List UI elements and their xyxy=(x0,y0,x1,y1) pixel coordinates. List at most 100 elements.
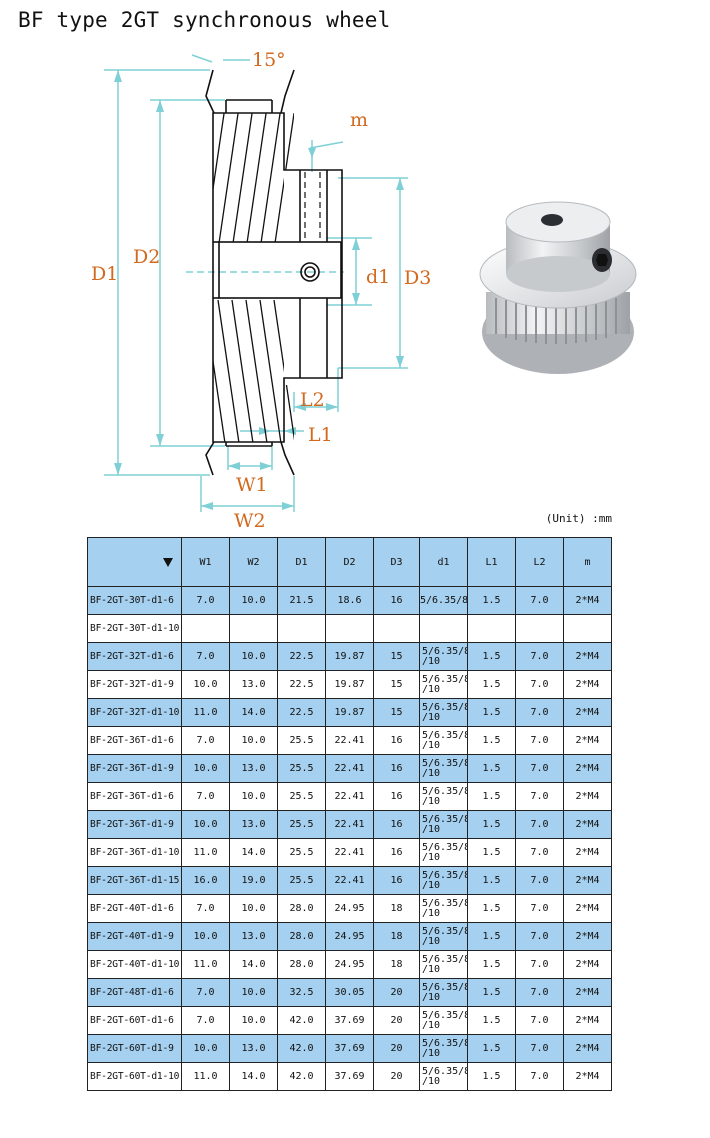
value-cell-l1: 1.5 xyxy=(467,866,516,895)
value-cell-d2: 24.95 xyxy=(325,950,374,979)
value-cell-l2: 7.0 xyxy=(515,978,564,1007)
bore-value-line2: /10 xyxy=(422,991,441,1003)
bore-value-line1: 5/6.35/8 xyxy=(422,785,468,797)
value-cell-w2: 14.0 xyxy=(229,950,278,979)
bore-cell: 5/6.35/8 xyxy=(419,586,468,615)
bore-value-line2: /10 xyxy=(422,907,441,919)
value-cell-w1: 10.0 xyxy=(181,670,230,699)
value-cell-w1: 7.0 xyxy=(181,782,230,811)
value-cell-l1: 1.5 xyxy=(467,698,516,727)
bore-value-line1: 5/6.35/8 xyxy=(422,813,468,825)
value-cell-w1: 7.0 xyxy=(181,726,230,755)
value-cell-w2: 10.0 xyxy=(229,726,278,755)
value-cell-l2: 7.0 xyxy=(515,754,564,783)
value-cell-d1: 25.5 xyxy=(277,866,326,895)
value-cell-l2: 7.0 xyxy=(515,1062,564,1091)
model-cell: BF-2GT-60T-d1-9 xyxy=(87,1034,182,1063)
bore-value-line2: /10 xyxy=(422,683,441,695)
bore-value-line2: /10 xyxy=(422,823,441,835)
value-cell-l2: 7.0 xyxy=(515,670,564,699)
value-cell-d2: 18.6 xyxy=(325,586,374,615)
bore-value-line2: /10 xyxy=(422,963,441,975)
value-cell-d2: 19.87 xyxy=(325,642,374,671)
column-header: D1 xyxy=(277,537,326,587)
value-cell-d2: 22.41 xyxy=(325,754,374,783)
value-cell-d1: 25.5 xyxy=(277,754,326,783)
m-label: m xyxy=(350,109,368,131)
value-cell-w1: 16.0 xyxy=(181,866,230,895)
value-cell-d1: 21.5 xyxy=(277,586,326,615)
bore-cell: 5/6.35/8/10 xyxy=(419,1034,468,1063)
value-cell-d3: 20 xyxy=(373,1006,420,1035)
model-cell: BF-2GT-36T-d1-6 xyxy=(87,726,182,755)
value-cell-l2: 7.0 xyxy=(515,838,564,867)
value-cell-l1: 1.5 xyxy=(467,726,516,755)
value-cell-m: 2*M4 xyxy=(563,698,612,727)
value-cell-d3: 16 xyxy=(373,866,420,895)
value-cell-d1: 25.5 xyxy=(277,810,326,839)
bore-cell: 5/6.35/8/10 xyxy=(419,810,468,839)
dimension-lines xyxy=(104,54,408,512)
l2-label: L2 xyxy=(300,389,325,411)
value-cell-w2: 10.0 xyxy=(229,1006,278,1035)
value-cell-d2: 22.41 xyxy=(325,782,374,811)
value-cell-l2: 7.0 xyxy=(515,950,564,979)
bore-cell: 5/6.35/8/10 xyxy=(419,754,468,783)
value-cell-l2: 7.0 xyxy=(515,922,564,951)
bore-d1-label: d1 xyxy=(366,266,390,288)
value-cell-w2: 10.0 xyxy=(229,894,278,923)
value-cell-d1: 25.5 xyxy=(277,782,326,811)
value-cell-d3: 16 xyxy=(373,726,420,755)
value-cell-w1: 10.0 xyxy=(181,754,230,783)
bore-cell: 5/6.35/8/10 xyxy=(419,978,468,1007)
value-cell-m: 2*M4 xyxy=(563,1006,612,1035)
value-cell-d1: 25.5 xyxy=(277,838,326,867)
model-cell: BF-2GT-30T-d1-6 xyxy=(87,586,182,615)
bore-value-line1: 5/6.35/8 xyxy=(422,757,468,769)
value-cell-m: 2*M4 xyxy=(563,754,612,783)
value-cell-d3: 16 xyxy=(373,838,420,867)
bore-value-line1: 5/6.35/8 xyxy=(422,981,468,993)
bore-cell: 5/6.35/8/10 xyxy=(419,1062,468,1091)
value-cell-m xyxy=(563,614,612,643)
bore-cell: 5/6.35/8/10 xyxy=(419,782,468,811)
value-cell-w2 xyxy=(229,614,278,643)
bore-cell: 5/6.35/8/10 xyxy=(419,1006,468,1035)
model-cell: BF-2GT-36T-d1-9 xyxy=(87,810,182,839)
value-cell-l2: 7.0 xyxy=(515,1006,564,1035)
hatching-upper xyxy=(213,113,294,242)
screw-hole-lines xyxy=(304,172,321,240)
bore-value-line1: 5/6.35/8 xyxy=(422,953,468,965)
value-cell-m: 2*M4 xyxy=(563,894,612,923)
value-cell-w2: 13.0 xyxy=(229,922,278,951)
value-cell-l1: 1.5 xyxy=(467,642,516,671)
model-cell: BF-2GT-40T-d1-6 xyxy=(87,894,182,923)
value-cell-d1: 22.5 xyxy=(277,670,326,699)
bore-cell: 5/6.35/8/10 xyxy=(419,922,468,951)
arrowheads xyxy=(114,70,404,510)
value-cell-w1 xyxy=(181,614,230,643)
column-header: D2 xyxy=(325,537,374,587)
bore-value-line2: /10 xyxy=(422,1075,441,1087)
bore-value-line1: 5/6.35/8 xyxy=(422,1009,468,1021)
bore-value-line1: 5/6.35/8 xyxy=(422,1037,468,1049)
column-header: d1 xyxy=(419,537,468,587)
value-cell-w1: 7.0 xyxy=(181,586,230,615)
column-header: L1 xyxy=(467,537,516,587)
l1-label: L1 xyxy=(308,424,333,446)
bore-value-line2: /10 xyxy=(422,767,441,779)
value-cell-l2: 7.0 xyxy=(515,866,564,895)
bore-value-line1: 5/6.35/8 xyxy=(422,645,468,657)
value-cell-l1: 1.5 xyxy=(467,1062,516,1091)
